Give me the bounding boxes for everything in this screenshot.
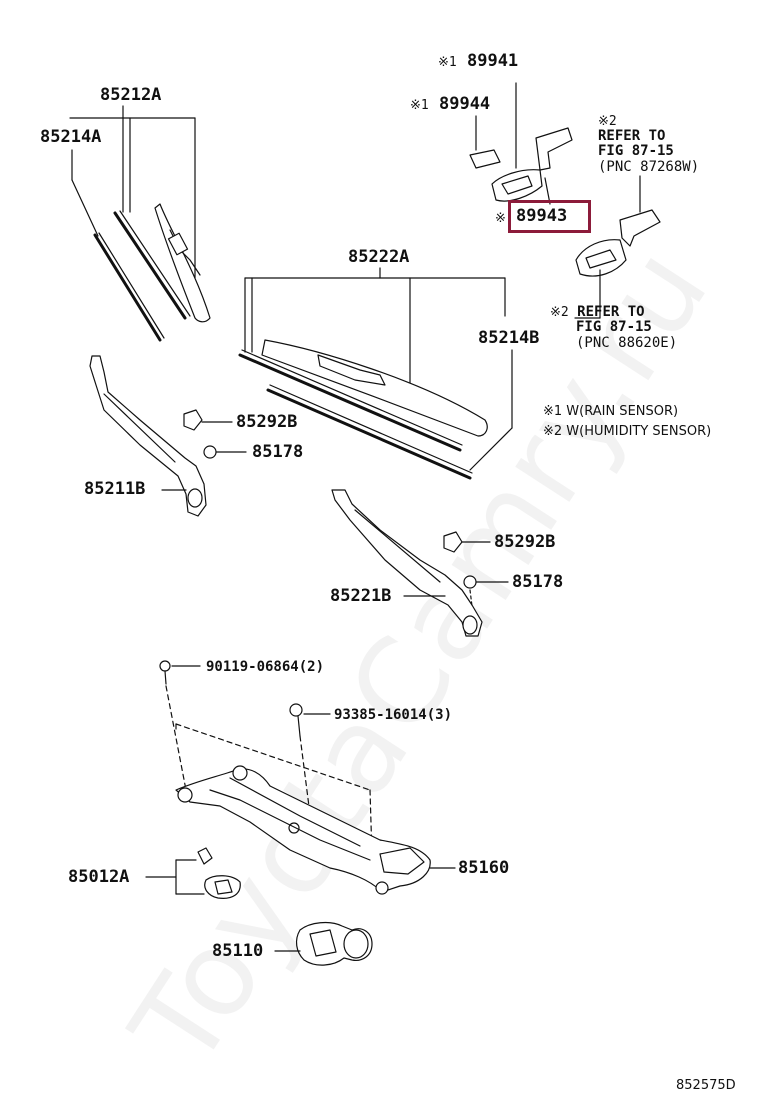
legend-note-rain-sensor: ※1 W(RAIN SENSOR) bbox=[543, 404, 679, 419]
wiper-blade-rear bbox=[238, 339, 488, 480]
cap-85292B-2 bbox=[443, 531, 463, 553]
leader-85222A bbox=[244, 267, 506, 391]
rain-sensor-parts bbox=[469, 82, 573, 205]
callout-85160: 85160 bbox=[458, 858, 510, 878]
callout-85211B: 85211B bbox=[84, 479, 146, 499]
humidity-sensor-parts bbox=[574, 175, 661, 319]
callout-90119: 90119-06864(2) bbox=[206, 659, 325, 675]
wiper-blade-front bbox=[93, 203, 211, 342]
figure-code: 852575D bbox=[676, 1078, 736, 1093]
wiper-motor-85110 bbox=[274, 921, 373, 966]
refer-block-1-line3: (PNC 87268W) bbox=[598, 159, 700, 175]
cap-85292B-1 bbox=[183, 409, 203, 431]
callout-85178-2: 85178 bbox=[512, 572, 564, 592]
callout-85222A: 85222A bbox=[348, 247, 410, 267]
wiper-arm-front bbox=[89, 355, 207, 517]
highlight-box bbox=[508, 200, 591, 233]
refer-block-1-mark: ※2 bbox=[598, 114, 617, 129]
refer-block-2-line2: FIG 87-15 bbox=[576, 319, 652, 335]
bolt-90119 bbox=[159, 660, 201, 685]
legend-note-humidity-sensor: ※2 W(HUMIDITY SENSOR) bbox=[543, 424, 712, 439]
callout-85292B-2: 85292B bbox=[494, 532, 556, 552]
nut-85178-1 bbox=[203, 445, 217, 459]
callout-85110: 85110 bbox=[212, 941, 264, 961]
callout-89943-mark: ※ bbox=[495, 211, 506, 226]
wiper-arm-rear bbox=[331, 489, 483, 637]
callout-85178-1: 85178 bbox=[252, 442, 304, 462]
refer-block-2-line3: (PNC 88620E) bbox=[576, 335, 678, 351]
callout-89941: ※1 89941 bbox=[438, 51, 519, 71]
callout-85012A: 85012A bbox=[68, 867, 130, 887]
callout-93385: 93385-16014(3) bbox=[334, 707, 453, 723]
callout-85221B: 85221B bbox=[330, 586, 392, 606]
refer-block-1-line2: FIG 87-15 bbox=[598, 143, 674, 159]
screw-93385 bbox=[289, 703, 331, 737]
callout-85292B-1: 85292B bbox=[236, 412, 298, 432]
refer-block-2: ※2 REFER TO bbox=[550, 304, 645, 320]
callout-85212A: 85212A bbox=[100, 85, 162, 105]
leader-85212A bbox=[69, 105, 196, 279]
nut-85178-2 bbox=[463, 575, 477, 589]
wiper-link-assembly bbox=[175, 765, 456, 895]
callout-89944: ※1 89944 bbox=[410, 94, 491, 114]
callout-89943: 89943 bbox=[516, 206, 568, 226]
refer-block-1-line1: REFER TO bbox=[598, 128, 666, 144]
callout-85214B: 85214B bbox=[478, 328, 540, 348]
bushing-85012A bbox=[145, 847, 241, 899]
callout-85214A: 85214A bbox=[40, 127, 102, 147]
